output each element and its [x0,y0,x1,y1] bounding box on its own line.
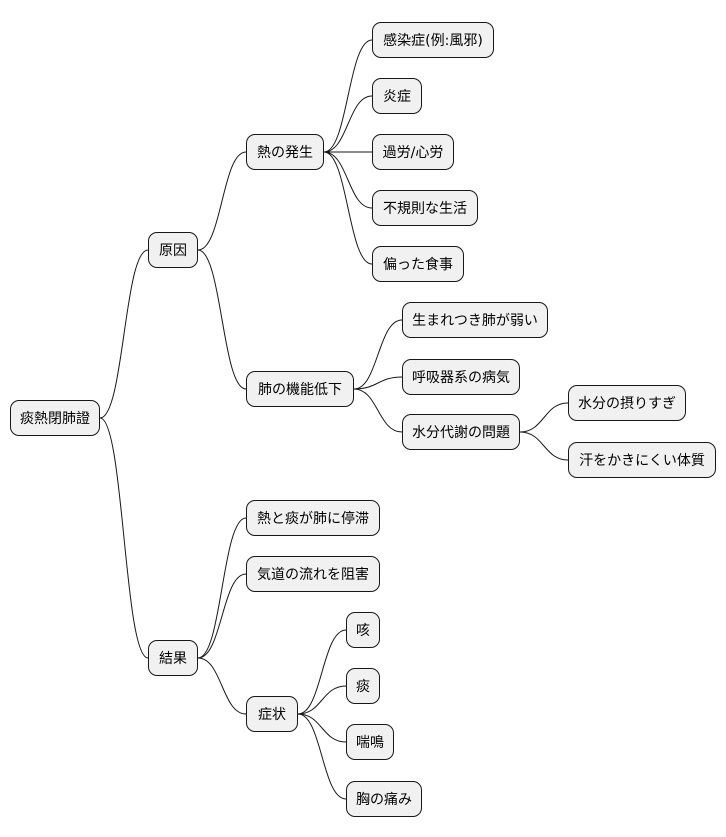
node-low-sweat: 汗をかきにくい体質 [568,442,716,478]
edge-symptoms-chestpain [297,713,347,800]
edge-symptoms-wheeze [297,713,347,743]
edge-lung-weak [353,319,403,390]
edge-root-cause [99,249,149,419]
edge-heat-irregular [323,151,373,209]
node-heat-phlegm-stagnation: 熱と痰が肺に停滞 [246,500,380,536]
edge-water-sweat [519,431,569,461]
edge-cause-heat [197,151,247,251]
edge-water-excess [519,402,569,433]
edge-result-airflow [197,573,247,659]
edge-heat-inflammation [323,95,373,153]
edge-lung-respiratory [353,376,403,390]
node-respiratory-disease: 呼吸器系の病気 [402,359,520,395]
node-chest-pain: 胸の痛み [346,781,422,817]
node-result: 結果 [148,640,198,676]
node-unbalanced-diet: 偏った食事 [372,246,464,282]
node-cause: 原因 [148,232,198,268]
root-node: 痰熱閉肺證 [10,400,100,436]
node-weak-lungs: 生まれつき肺が弱い [402,302,548,338]
node-heat-generation: 熱の発生 [246,134,324,170]
edge-lung-water [353,388,403,433]
node-cough: 咳 [346,612,380,648]
node-overwork: 過労/心労 [372,134,454,170]
edge-cause-lung [197,249,247,390]
node-irregular-life: 不規則な生活 [372,190,478,226]
node-infection: 感染症(例:風邪) [372,22,494,58]
node-water-metabolism: 水分代謝の問題 [402,414,520,450]
node-airflow-obstruction: 気道の流れを阻害 [246,556,380,592]
node-excess-water: 水分の摂りすぎ [568,385,686,421]
edge-symptoms-cough [297,629,347,715]
node-lung-dysfunction: 肺の機能低下 [246,371,354,407]
edge-root-result [99,417,149,659]
edge-heat-infection [323,39,373,153]
node-wheezing: 喘鳴 [346,724,394,760]
edge-result-symptoms [197,657,247,715]
node-phlegm: 痰 [346,668,380,704]
edge-heat-diet [323,151,373,265]
node-symptoms: 症状 [246,696,298,732]
edge-result-stagnation [197,517,247,659]
node-inflammation: 炎症 [372,78,422,114]
edge-symptoms-phlegm [297,685,347,715]
